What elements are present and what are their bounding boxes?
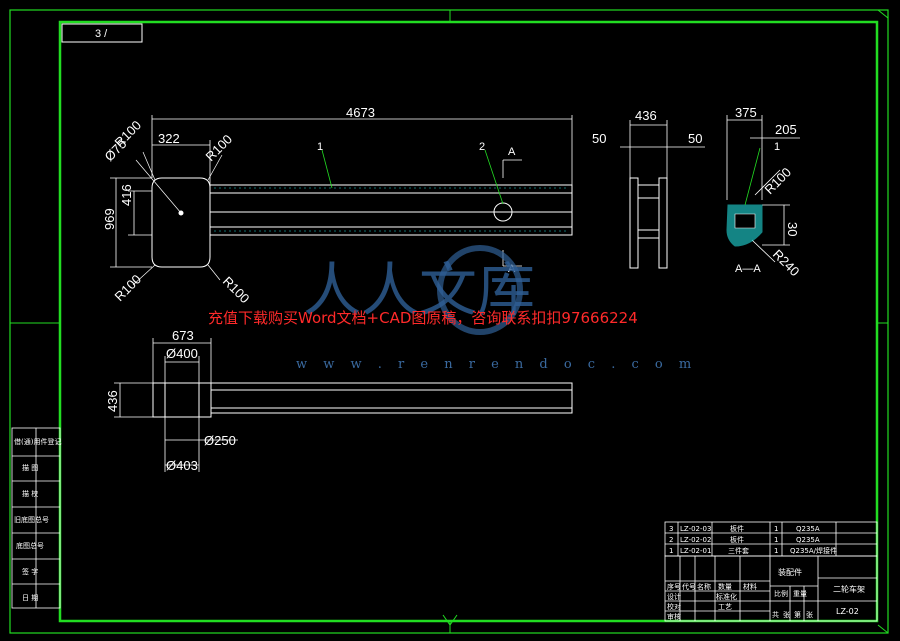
header-qty: 数量 [718,582,732,591]
front-overall-length: 4673 [346,105,375,120]
label-no: 第 [794,610,801,619]
section-label: A—A [735,263,761,275]
label-standard: 标准化 [716,592,737,601]
front-r-bottom-left: R100 [112,272,145,305]
plan-phi-400: Ø400 [166,346,198,361]
front-height-inner: 416 [119,184,134,206]
drawing-number: LZ-02 [836,607,859,616]
label-process: 工艺 [718,603,732,611]
part-1-material: Q235A/焊接件 [790,546,837,555]
front-r-top-right: R100 [203,132,236,165]
header-code: 代号 [682,582,696,591]
part-1-no: 1 [669,547,673,555]
label-review: 审核 [667,612,681,621]
strip-label-3: 描 校 [22,489,38,498]
watermark-text: 充值下载购买Word文档+CAD图原稿，咨询联系扣扣97666224 [208,309,638,327]
part-3-code: LZ-02-03 [680,525,711,533]
watermark: 人人文库 充值下载购买Word文档+CAD图原稿，咨询联系扣扣97666224 … [208,245,697,372]
front-height-left: 969 [102,208,117,230]
section-balloon: 1 [774,141,780,153]
part-2-no: 2 [669,536,673,544]
section-radius: R100 [762,165,795,198]
header-no: 序号 [667,582,681,591]
label-weight: 重量 [793,590,807,598]
sheet-frame [9,9,889,634]
strip-label-2: 描 图 [22,463,38,472]
label-scale: 比例 [774,589,788,598]
part-2-qty: 1 [774,536,778,544]
part-1-code: LZ-02-01 [680,547,711,555]
company-name: 二轮车架 [833,584,865,594]
watermark-logo: 人人文库 [303,256,535,324]
part-3-material: Q235A [796,525,820,533]
section-view-a-a: 375 205 1 R100 30 R240 A—A [726,105,803,280]
plan-phi-403: Ø403 [166,458,198,473]
label-check: 校对 [667,602,681,611]
section-mark-top: A [508,146,516,158]
side-left: 50 [592,131,606,146]
top-left-code: 3 / [95,28,108,40]
front-top-offset: 322 [158,131,180,146]
plan-phi-250: Ø250 [204,433,236,448]
part-3-qty: 1 [774,525,778,533]
part-3-no: 3 [669,525,673,533]
title-block: 3 LZ-02-03 板件 1 Q235A 2 LZ-02-02 板件 1 Q2… [664,521,878,622]
side-view: 436 50 50 [592,108,705,269]
top-left-code-box: 3 / [61,23,143,43]
plan-view: 673 Ø400 436 Ø250 Ø403 [105,328,573,473]
left-strip: 借(通)用件登记 描 图 描 校 旧底图总号 底图总号 签 字 日 期 [11,427,61,609]
section-height: 30 [785,222,800,236]
front-balloon-1: 1 [317,141,323,153]
plan-height-436: 436 [105,390,120,412]
label-design: 设计 [667,592,681,601]
header-name: 名称 [697,582,711,591]
drawing-name: 装配件 [778,567,802,577]
strip-label-1: 借(通)用件登记 [14,437,61,446]
part-2-code: LZ-02-02 [680,536,711,544]
part-2-name: 板件 [730,535,744,544]
part-3-name: 板件 [730,524,744,533]
side-width: 436 [635,108,657,123]
strip-label-6: 签 字 [22,567,38,576]
part-1-qty: 1 [774,547,778,555]
front-balloon-2: 2 [479,141,485,153]
label-total: 共 [772,610,779,619]
part-2-material: Q235A [796,536,820,544]
watermark-url: w w w . r e n r e n d o c . c o m [296,357,697,372]
label-sheets: 张 [783,610,790,619]
strip-label-5: 底图总号 [16,541,44,550]
part-1-name: 三件套 [728,546,749,555]
header-material: 材料 [743,582,757,591]
section-radius-big: R240 [770,247,803,280]
plan-width-673: 673 [172,328,194,343]
section-right-width: 205 [775,122,797,137]
label-sheet: 张 [806,610,813,619]
strip-label-4: 旧底图总号 [14,515,49,524]
section-top-width: 375 [735,105,757,120]
strip-label-7: 日 期 [22,594,38,602]
side-right: 50 [688,131,702,146]
front-r-bottom-right: R100 [220,274,253,307]
